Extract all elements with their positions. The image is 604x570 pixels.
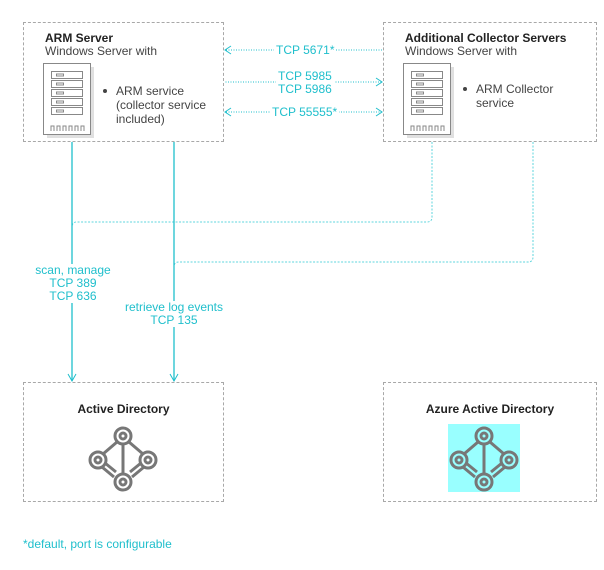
bullet-line: service xyxy=(476,96,515,110)
label-retrieve-log-text: retrieve log events xyxy=(124,300,224,314)
arm-server-title: ARM Server xyxy=(45,31,114,45)
label-retrieve-log: retrieve log events TCP 135 xyxy=(124,301,224,327)
bullet-dot xyxy=(103,89,107,93)
directory-network-icon xyxy=(88,426,158,492)
label-tcp-636: TCP 636 xyxy=(49,289,97,303)
arrowhead-tcp-55555-left xyxy=(224,107,232,117)
connector-collector-to-ad-log xyxy=(173,142,534,268)
label-tcp-5671: TCP 5671* xyxy=(274,43,337,57)
bullet-line: (collector service xyxy=(116,98,207,112)
label-tcp-5986: TCP 5986 xyxy=(278,82,332,96)
arm-server-bullet: ARM service (collector service included) xyxy=(116,84,206,126)
label-tcp-5985: TCP 5985 xyxy=(278,69,332,83)
label-tcp-135: TCP 135 xyxy=(150,313,198,327)
bullet-line: ARM service xyxy=(116,84,185,98)
collector-servers-box: Additional Collector Servers Windows Ser… xyxy=(383,22,597,142)
arm-server-subtitle: Windows Server with xyxy=(45,44,158,58)
server-icon xyxy=(403,63,454,138)
arrowhead-retrieve-log xyxy=(169,373,179,383)
label-tcp-389: TCP 389 xyxy=(49,276,97,290)
arrowhead-tcp-5985 xyxy=(375,77,383,87)
collector-servers-title: Additional Collector Servers xyxy=(405,31,567,45)
label-scan-manage: scan, manage TCP 389 TCP 636 xyxy=(31,264,115,303)
bullet-line: included) xyxy=(116,112,165,126)
label-scan-manage-text: scan, manage xyxy=(35,263,111,277)
footnote: *default, port is configurable xyxy=(23,537,172,551)
arrowhead-tcp-5671 xyxy=(224,45,232,55)
bullet-line: ARM Collector xyxy=(476,82,554,96)
label-tcp-5985-5986: TCP 5985 TCP 5986 xyxy=(276,70,334,96)
label-tcp-55555: TCP 55555* xyxy=(270,105,340,119)
connector-collector-to-ad-scan xyxy=(71,142,433,228)
collector-servers-subtitle: Windows Server with xyxy=(405,44,518,58)
active-directory-title: Active Directory xyxy=(77,402,170,416)
server-icon xyxy=(43,63,94,138)
active-directory-box: Active Directory xyxy=(23,382,224,502)
bullet-dot xyxy=(463,87,467,91)
directory-network-icon xyxy=(449,426,519,492)
arm-server-box: ARM Server Windows Server with ARM servi… xyxy=(23,22,224,142)
azure-active-directory-box: Azure Active Directory xyxy=(383,382,597,502)
collector-servers-bullet: ARM Collector service xyxy=(476,82,553,110)
arrowhead-tcp-55555-right xyxy=(375,107,383,117)
azure-active-directory-title: Azure Active Directory xyxy=(425,402,555,416)
arrowhead-scan-manage xyxy=(67,373,77,383)
